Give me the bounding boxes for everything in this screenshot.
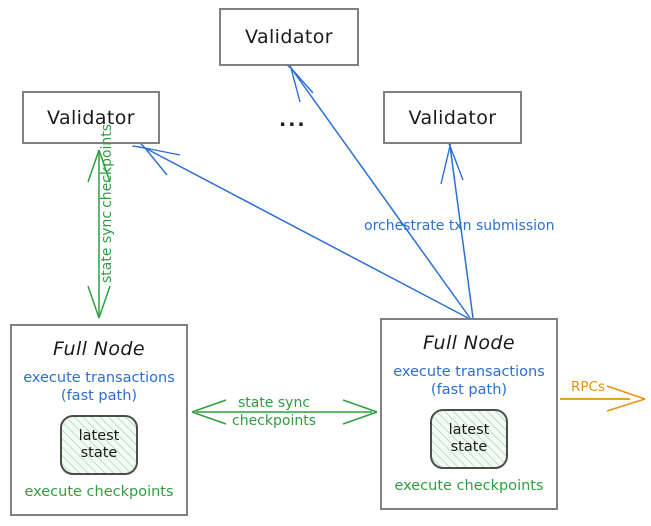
- fullnode-left-state-line2: state: [80, 445, 118, 462]
- state-sync-vertical-line2: checkpoints: [99, 123, 115, 208]
- fullnode-right-title: Full Node: [423, 332, 515, 354]
- state-sync-vertical-line1: state sync: [99, 210, 115, 283]
- state-sync-horizontal-line2: checkpoints: [232, 412, 316, 429]
- node-validator-right[interactable]: Validator: [383, 91, 522, 144]
- edge-label-state-sync-horizontal: state sync checkpoints: [232, 395, 316, 430]
- edge-label-state-sync-vertical: state sync checkpoints: [99, 124, 117, 283]
- validator-left-label: Validator: [47, 106, 135, 129]
- fullnode-left-latest-state-box[interactable]: latest state: [60, 415, 138, 476]
- fullnode-left-blue-line2: (fast path): [60, 388, 138, 405]
- fullnode-right-state-line2: state: [450, 439, 488, 456]
- fullnode-right-state-line1: latest: [448, 421, 490, 438]
- fullnode-right-green-label: execute checkpoints: [394, 478, 544, 494]
- fullnode-left-blue-text: execute transactions (fast path): [23, 369, 175, 405]
- fullnode-right-blue-text: execute transactions (fast path): [393, 363, 545, 399]
- state-sync-horizontal-line1: state sync: [237, 395, 311, 411]
- fullnode-right-latest-state-box[interactable]: latest state: [430, 409, 508, 470]
- fullnode-left-title: Full Node: [53, 338, 145, 360]
- edge-label-orchestrate-txn-submission: orchestrate txn submission: [364, 218, 555, 234]
- node-fullnode-right[interactable]: Full Node execute transactions (fast pat…: [380, 318, 558, 510]
- fullnode-left-state-line1: latest: [78, 427, 120, 444]
- validator-top-label: Validator: [245, 26, 333, 48]
- edge-label-rpcs: RPCs: [571, 379, 605, 395]
- validator-right-label: Validator: [408, 106, 497, 129]
- fullnode-left-blue-line1: execute transactions: [23, 370, 175, 386]
- node-validator-left[interactable]: Validator: [22, 91, 160, 144]
- fullnode-right-blue-line2: (fast path): [430, 382, 508, 399]
- node-validator-top[interactable]: Validator: [219, 8, 359, 66]
- validators-ellipsis: ...: [279, 109, 307, 131]
- fullnode-left-green-label: execute checkpoints: [24, 484, 174, 500]
- node-fullnode-left[interactable]: Full Node execute transactions (fast pat…: [10, 324, 188, 516]
- fullnode-right-blue-line1: execute transactions: [393, 364, 545, 380]
